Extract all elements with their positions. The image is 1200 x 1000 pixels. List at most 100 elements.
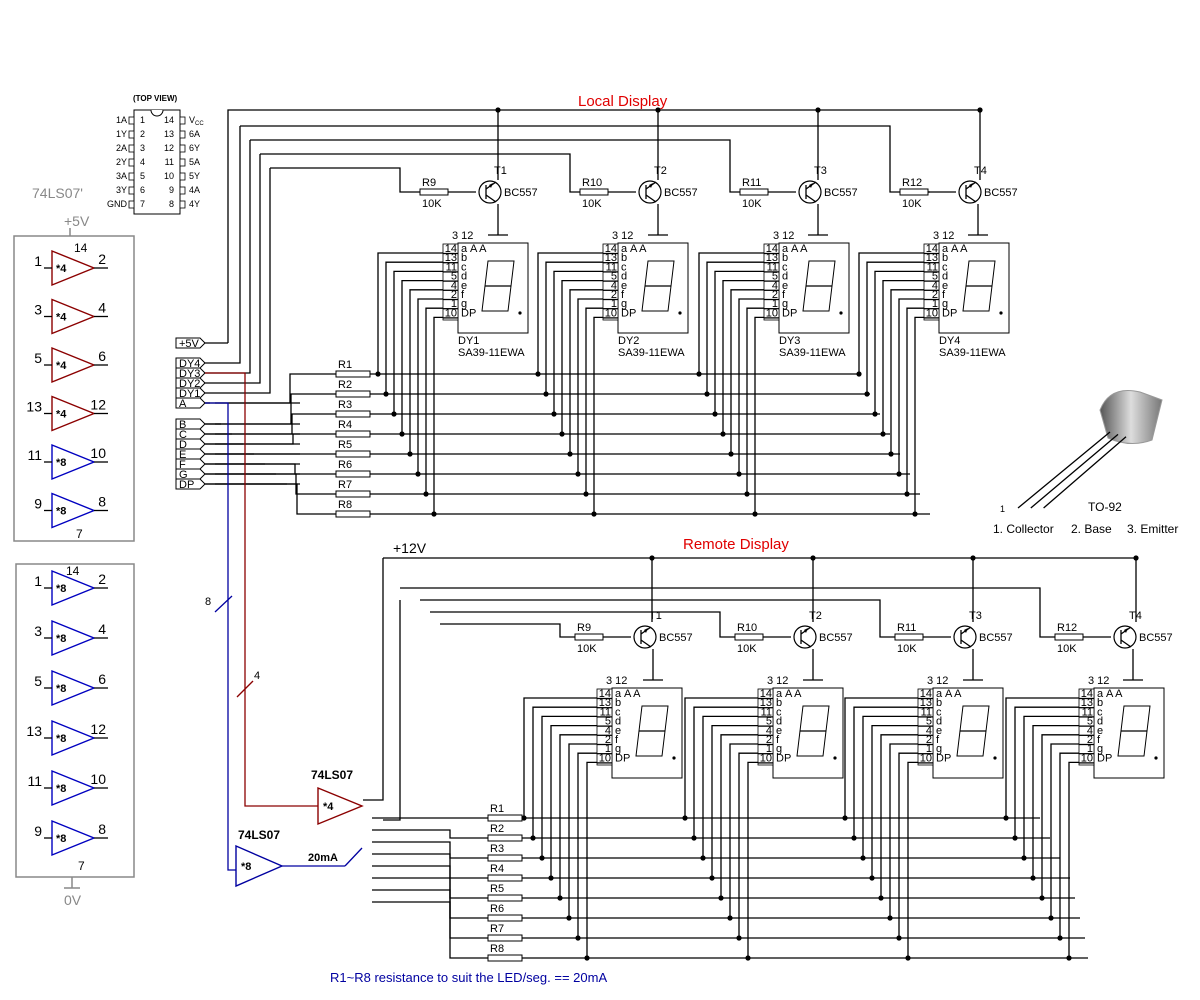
segment-letter: f [461, 289, 465, 301]
display-name: DY3 [779, 335, 800, 347]
gate-mark: *8 [56, 506, 66, 518]
wire [914, 316, 924, 514]
display-pin-number: 10 [599, 752, 611, 764]
display-pin-number: 11 [606, 261, 617, 273]
gate-output-pin: 10 [90, 771, 106, 787]
resistor-body [574, 633, 604, 641]
junction-dot [752, 511, 758, 517]
display-pin-number: 1 [932, 298, 938, 310]
resistor-body [487, 894, 523, 902]
wire [550, 724, 597, 878]
wire [393, 270, 443, 414]
segment-letter: f [782, 289, 786, 301]
wire [215, 413, 336, 435]
wire [215, 393, 336, 425]
connector-tag [175, 438, 206, 450]
gate-mark: *8 [56, 583, 66, 595]
transistor-collector [640, 639, 652, 648]
gate-input-pin: 5 [34, 673, 42, 689]
display-part: SA39-11EWA [779, 347, 846, 359]
ic-pin-name: 3Y [116, 185, 127, 195]
display-pin-number: 2 [926, 734, 932, 746]
resistor-body [335, 410, 371, 418]
segment-letter: a [782, 243, 789, 255]
junction-dot [736, 471, 742, 477]
display-common-pins: 3 12 [773, 230, 794, 242]
junction-dot [375, 371, 381, 377]
transistor-body [958, 180, 982, 204]
display-pin-number: 10 [926, 307, 938, 319]
transistor-collector [805, 194, 817, 203]
gate-output-pin: 6 [98, 671, 106, 687]
connector-tag [175, 397, 206, 409]
wire [862, 715, 918, 858]
wire [698, 252, 764, 374]
resistor-body [335, 390, 371, 398]
ic-pin [128, 116, 135, 125]
segment-letter: a [936, 688, 943, 700]
display-part: SA39-11EWA [458, 347, 525, 359]
wire [738, 298, 764, 474]
gate-mark: *4 [56, 409, 67, 421]
red-bus-count: 4 [254, 670, 260, 682]
gate-output-pin: 8 [98, 821, 106, 837]
ic-pin [179, 186, 186, 195]
display-pin-number: 14 [605, 243, 617, 255]
blue-bus-count: 8 [205, 596, 211, 608]
gate-output-pin: 12 [90, 397, 106, 413]
junction-dot [744, 491, 750, 497]
to92-body [1099, 390, 1163, 444]
resistor-body [894, 633, 924, 641]
junction-dot [575, 471, 581, 477]
display-pin-number: 14 [1081, 688, 1093, 700]
wire [714, 270, 764, 414]
gate-mark: *8 [56, 783, 66, 795]
display-pin-number: 1 [611, 298, 617, 310]
to92-pin-emitter: 3. Emitter [1127, 522, 1178, 536]
wire [363, 558, 384, 801]
transistor-type: BC557 [504, 187, 538, 199]
display-pin-number: 2 [766, 734, 772, 746]
wire [906, 307, 924, 494]
display-pin-number: 2 [611, 289, 617, 301]
gate-output-pin: 4 [98, 300, 106, 316]
wire [417, 298, 443, 474]
resistor-label: R8 [338, 499, 352, 511]
gate-input-pin: 3 [34, 302, 42, 318]
resistor-label: R11 [742, 177, 761, 189]
transistor-collector [485, 194, 497, 203]
junction-dot [551, 411, 557, 417]
display-anodes: A A [1106, 688, 1123, 700]
display-pin-number: 4 [611, 280, 617, 292]
junction-dot [1039, 895, 1045, 901]
ic-pin-number: 3 [140, 143, 145, 153]
connector-segment: D [179, 439, 187, 451]
resistor-label: R1 [338, 359, 352, 371]
junction-dot [649, 555, 655, 561]
wire [372, 889, 488, 939]
gate-output-pin: 12 [90, 721, 106, 737]
wire [430, 611, 735, 638]
wire [569, 289, 603, 454]
junction-dot [383, 391, 389, 397]
wire [523, 697, 597, 818]
transistor-arrow [804, 628, 808, 633]
resistor-value: 10K [737, 643, 757, 655]
display-pin-number: 13 [926, 252, 938, 264]
display-anodes: A A [630, 243, 647, 255]
ic-pin [128, 200, 135, 209]
wire [720, 734, 758, 898]
chip1-bottom-pin: 7 [76, 527, 83, 541]
resistor-body [487, 954, 523, 962]
display-anodes: A A [945, 688, 962, 700]
display-pin-number: 11 [921, 706, 932, 718]
plus5-rail-label: +5V [64, 213, 90, 229]
junction-dot [431, 511, 437, 517]
decimal-point [678, 311, 682, 315]
resistor-value: 10K [422, 198, 442, 210]
gate-input-pin: 9 [34, 496, 42, 512]
display-pin-number: 5 [926, 716, 932, 728]
resistor-label: R10 [737, 622, 757, 634]
